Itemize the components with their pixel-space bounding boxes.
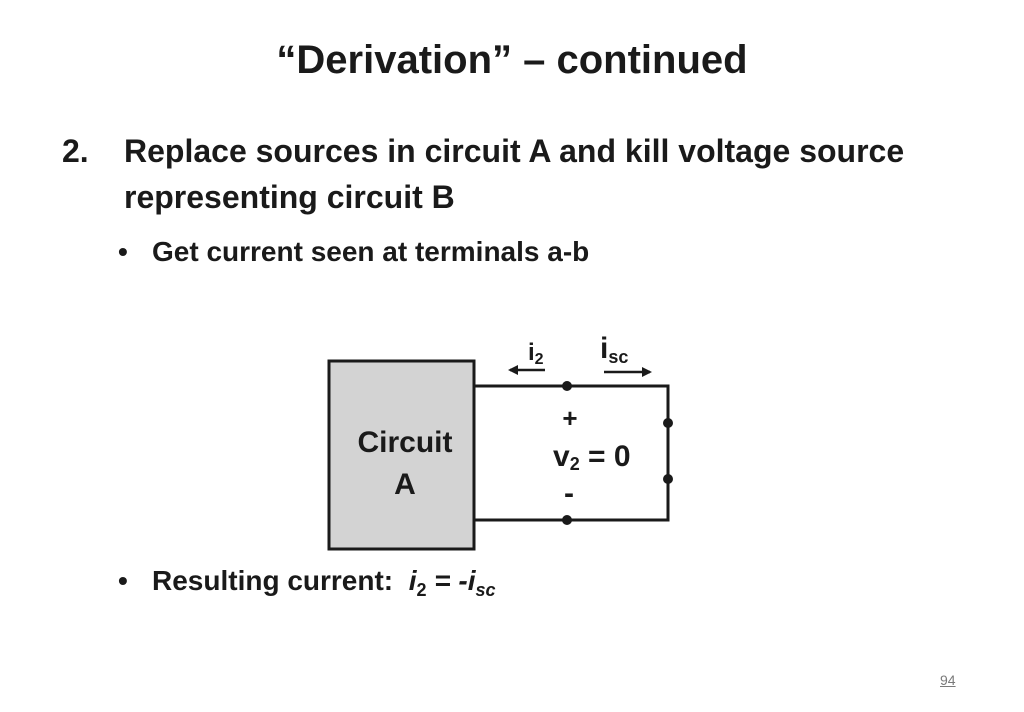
- eq-lhs-var: i: [408, 565, 417, 596]
- i2-label: i2: [528, 339, 544, 368]
- eq-equals: = -: [426, 565, 468, 596]
- i2-var: i: [528, 339, 535, 366]
- page-number: 94: [940, 672, 956, 688]
- v2-value: = 0: [580, 440, 631, 473]
- bullet-dot: •: [118, 236, 128, 267]
- isc-label: isc: [600, 332, 628, 367]
- step-number: 2.: [62, 133, 89, 169]
- short-bottom-dot: [663, 474, 673, 484]
- circuit-a-label-line2: A: [394, 468, 416, 501]
- i2-sub: 2: [535, 351, 544, 368]
- isc-var: i: [600, 332, 608, 365]
- terminal-a-dot: [562, 381, 572, 391]
- slide-title: “Derivation” – continued: [276, 38, 748, 82]
- bullet-resulting-current: •Resulting current: i2 = -isc: [118, 565, 496, 601]
- eq-rhs-var: i: [467, 565, 476, 596]
- v2-sub: 2: [570, 454, 580, 474]
- plus-sign: +: [562, 403, 577, 433]
- bullet-label: Resulting current:: [152, 565, 394, 596]
- terminal-b-dot: [562, 515, 572, 525]
- bullet-text: Get current seen at terminals a-b: [152, 236, 590, 267]
- v2-var: v: [553, 440, 570, 473]
- circuit-a-label-line1: Circuit: [357, 426, 452, 459]
- bullet-dot: •: [118, 565, 128, 596]
- step-text: Replace sources in circuit A and kill vo…: [124, 133, 905, 215]
- minus-sign: -: [564, 477, 574, 510]
- isc-sub: sc: [608, 347, 628, 367]
- short-top-dot: [663, 418, 673, 428]
- circuit-a-box: [327, 359, 476, 551]
- eq-lhs-sub: 2: [416, 580, 427, 600]
- eq-rhs-sub: sc: [475, 580, 496, 600]
- bullet-current-terminals: • Get current seen at terminals a-b: [118, 236, 589, 268]
- v2-label: v2 = 0: [553, 440, 631, 474]
